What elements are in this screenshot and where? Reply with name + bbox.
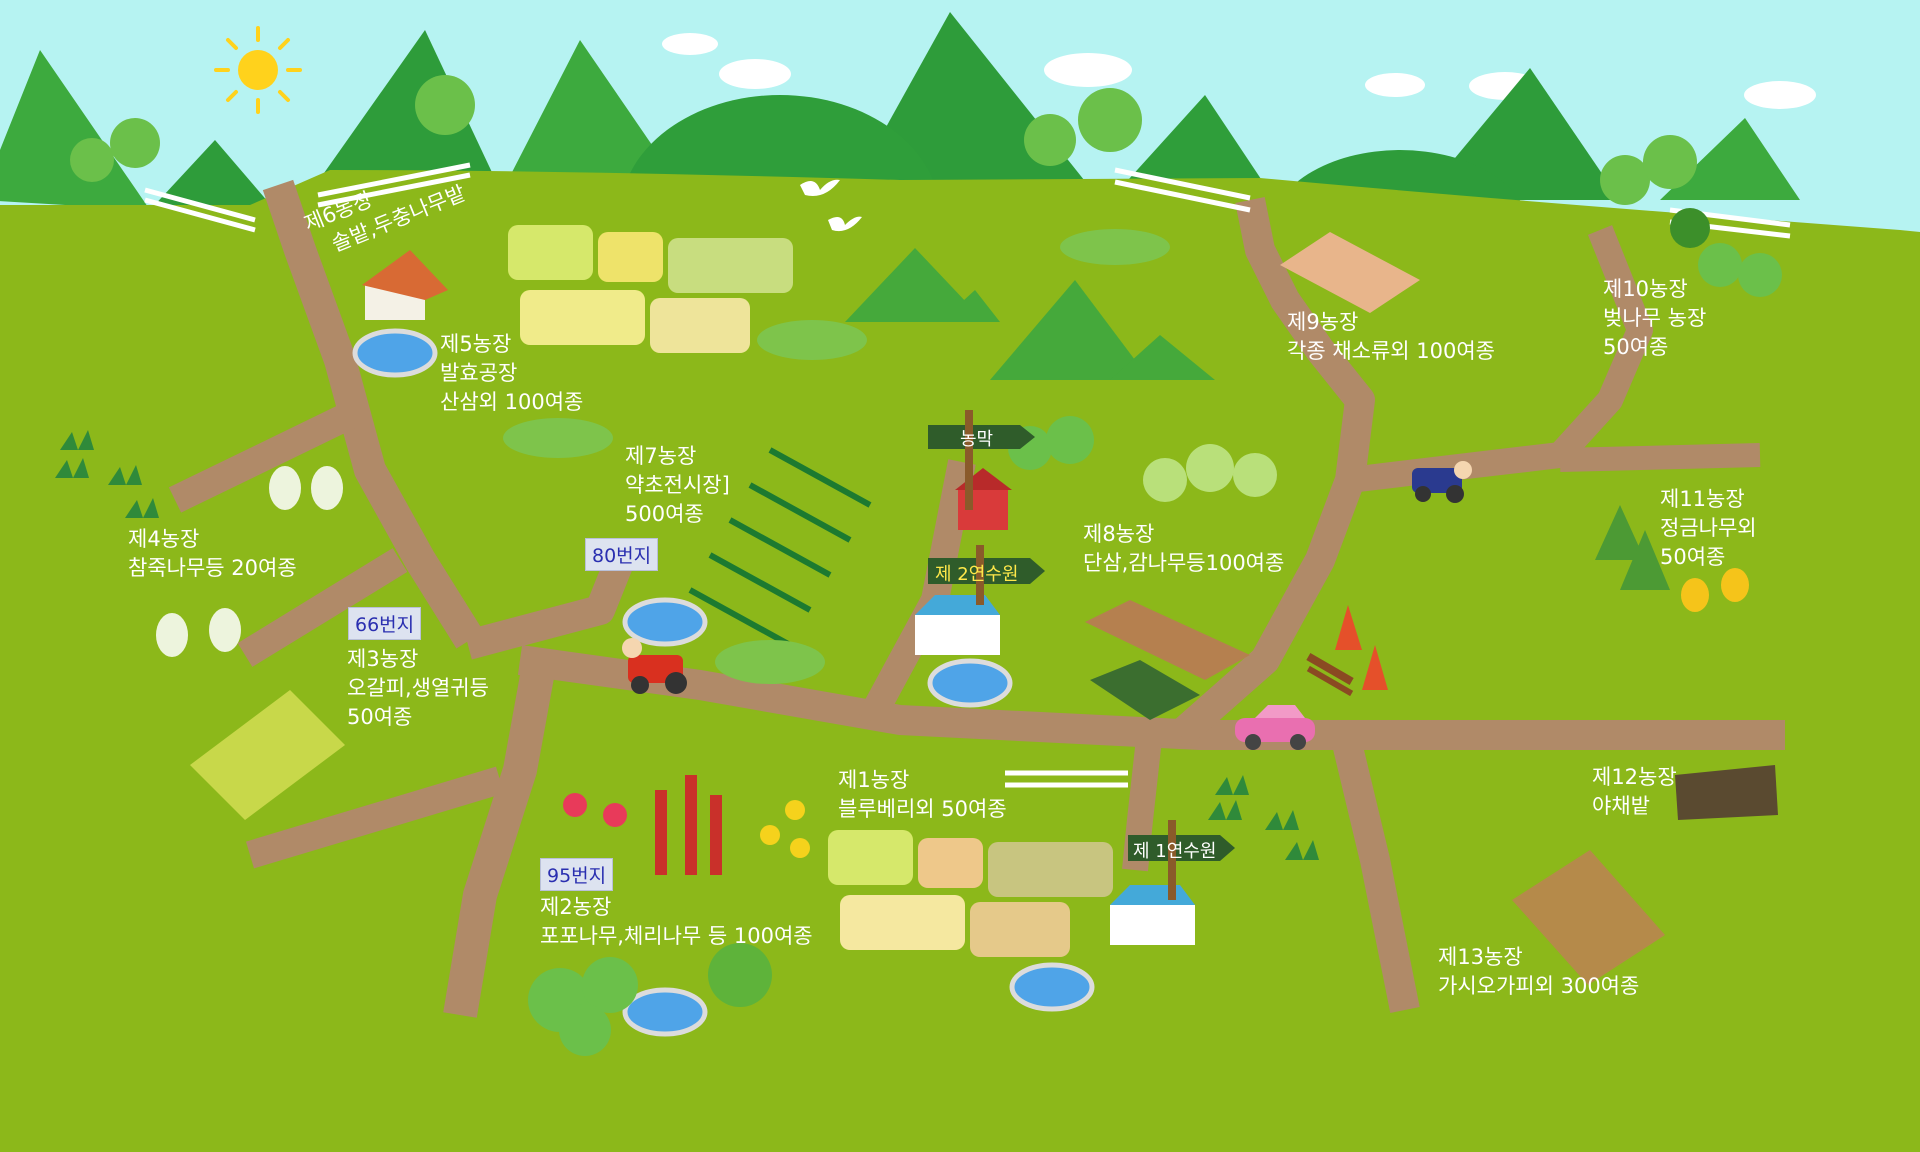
farm9-name: 제9농장 <box>1287 310 1359 334</box>
pond-icon <box>352 328 1095 1037</box>
farm13-desc: 가시오가피외 300여종 <box>1438 974 1640 998</box>
white-trees <box>156 466 343 657</box>
farm7-label: 제7농장 약초전시장] 500여종 <box>625 442 730 529</box>
farm4-label: 제4농장 참죽나무등 20여종 <box>128 525 297 583</box>
farm5-name: 제5농장 <box>440 332 512 356</box>
farm1-label: 제1농장 블루베리외 50여종 <box>838 766 1007 824</box>
signposts <box>928 410 1235 900</box>
grass-tufts <box>55 430 1319 860</box>
herb-rows <box>688 447 872 648</box>
farm4-desc: 참죽나무등 20여종 <box>128 556 297 580</box>
farm8-desc: 단삼,감나무등100여종 <box>1083 551 1285 575</box>
farm11-label: 제11농장 정금나무외 50여종 <box>1660 485 1757 572</box>
farm-plots <box>190 225 1778 985</box>
farm12-label: 제12농장 야채밭 <box>1592 763 1677 821</box>
farm4-name: 제4농장 <box>128 527 200 551</box>
farm3-name: 제3농장 <box>347 647 419 671</box>
farm13-label: 제13농장 가시오가피외 300여종 <box>1438 943 1639 1001</box>
training-center-2-sign: 제 2연수원 <box>935 564 1019 585</box>
yellow-trees <box>1681 568 1749 612</box>
farm7-name: 제7농장 <box>625 444 697 468</box>
farm10-label: 제10농장 벚나무 농장 50여종 <box>1603 275 1706 362</box>
farm12-name: 제12농장 <box>1592 765 1677 789</box>
car-icon <box>1235 705 1315 750</box>
sun-icon <box>214 26 302 114</box>
farm11-desc2: 50여종 <box>1660 545 1726 569</box>
farm3-desc2: 50여종 <box>347 705 413 729</box>
nongmak-sign: 농막 <box>960 429 994 450</box>
farm11-name: 제11농장 <box>1660 487 1745 511</box>
inner-hills <box>845 248 1215 380</box>
farm7-desc1: 약초전시장] <box>625 473 730 497</box>
bench-icon <box>1306 653 1354 697</box>
farm5-desc2: 산삼외 100여종 <box>440 390 584 414</box>
farm7-desc2: 500여종 <box>625 502 704 526</box>
farm10-name: 제10농장 <box>1603 277 1688 301</box>
farm1-name: 제1농장 <box>838 768 910 792</box>
fruit-trees <box>708 444 1277 1007</box>
bushes <box>503 229 1170 684</box>
farm12-desc: 야채밭 <box>1592 794 1650 818</box>
farm5-label: 제5농장 발효공장 산삼외 100여종 <box>440 330 583 417</box>
chick-icon <box>760 800 810 858</box>
farm2-desc: 포포나무,체리나무 등 100여종 <box>540 924 813 948</box>
tree-icon <box>70 75 1782 1056</box>
farm9-desc: 각종 채소류외 100여종 <box>1287 339 1495 363</box>
farm3-label: 제3농장 오갈피,생열귀등 50여종 <box>347 645 489 732</box>
address-badge-66: 66번지 <box>348 607 422 640</box>
farm2-name: 제2농장 <box>540 895 612 919</box>
farm2-label: 제2농장 포포나무,체리나무 등 100여종 <box>540 893 813 951</box>
farm8-label: 제8농장 단삼,감나무등100여종 <box>1083 520 1284 578</box>
farm10-desc1: 벚나무 농장 <box>1603 306 1707 330</box>
flowers <box>563 775 722 875</box>
tractor-icon <box>622 461 1472 694</box>
farm1-desc: 블루베리외 50여종 <box>838 797 1007 821</box>
red-trees <box>1335 605 1388 690</box>
farm3-desc1: 오갈피,생열귀등 <box>347 676 489 700</box>
farm9-label: 제9농장 각종 채소류외 100여종 <box>1287 308 1495 366</box>
farm5-desc1: 발효공장 <box>440 361 518 385</box>
bird-icon <box>800 179 862 232</box>
farm8-name: 제8농장 <box>1083 522 1155 546</box>
training-center-1-sign: 제 1연수원 <box>1133 841 1217 862</box>
conifer-trees <box>1595 505 1670 590</box>
address-badge-95: 95번지 <box>540 858 614 891</box>
address-badge-80: 80번지 <box>585 538 659 571</box>
farm11-desc1: 정금나무외 <box>1660 516 1757 540</box>
farm13-name: 제13농장 <box>1438 945 1523 969</box>
farm10-desc2: 50여종 <box>1603 335 1669 359</box>
